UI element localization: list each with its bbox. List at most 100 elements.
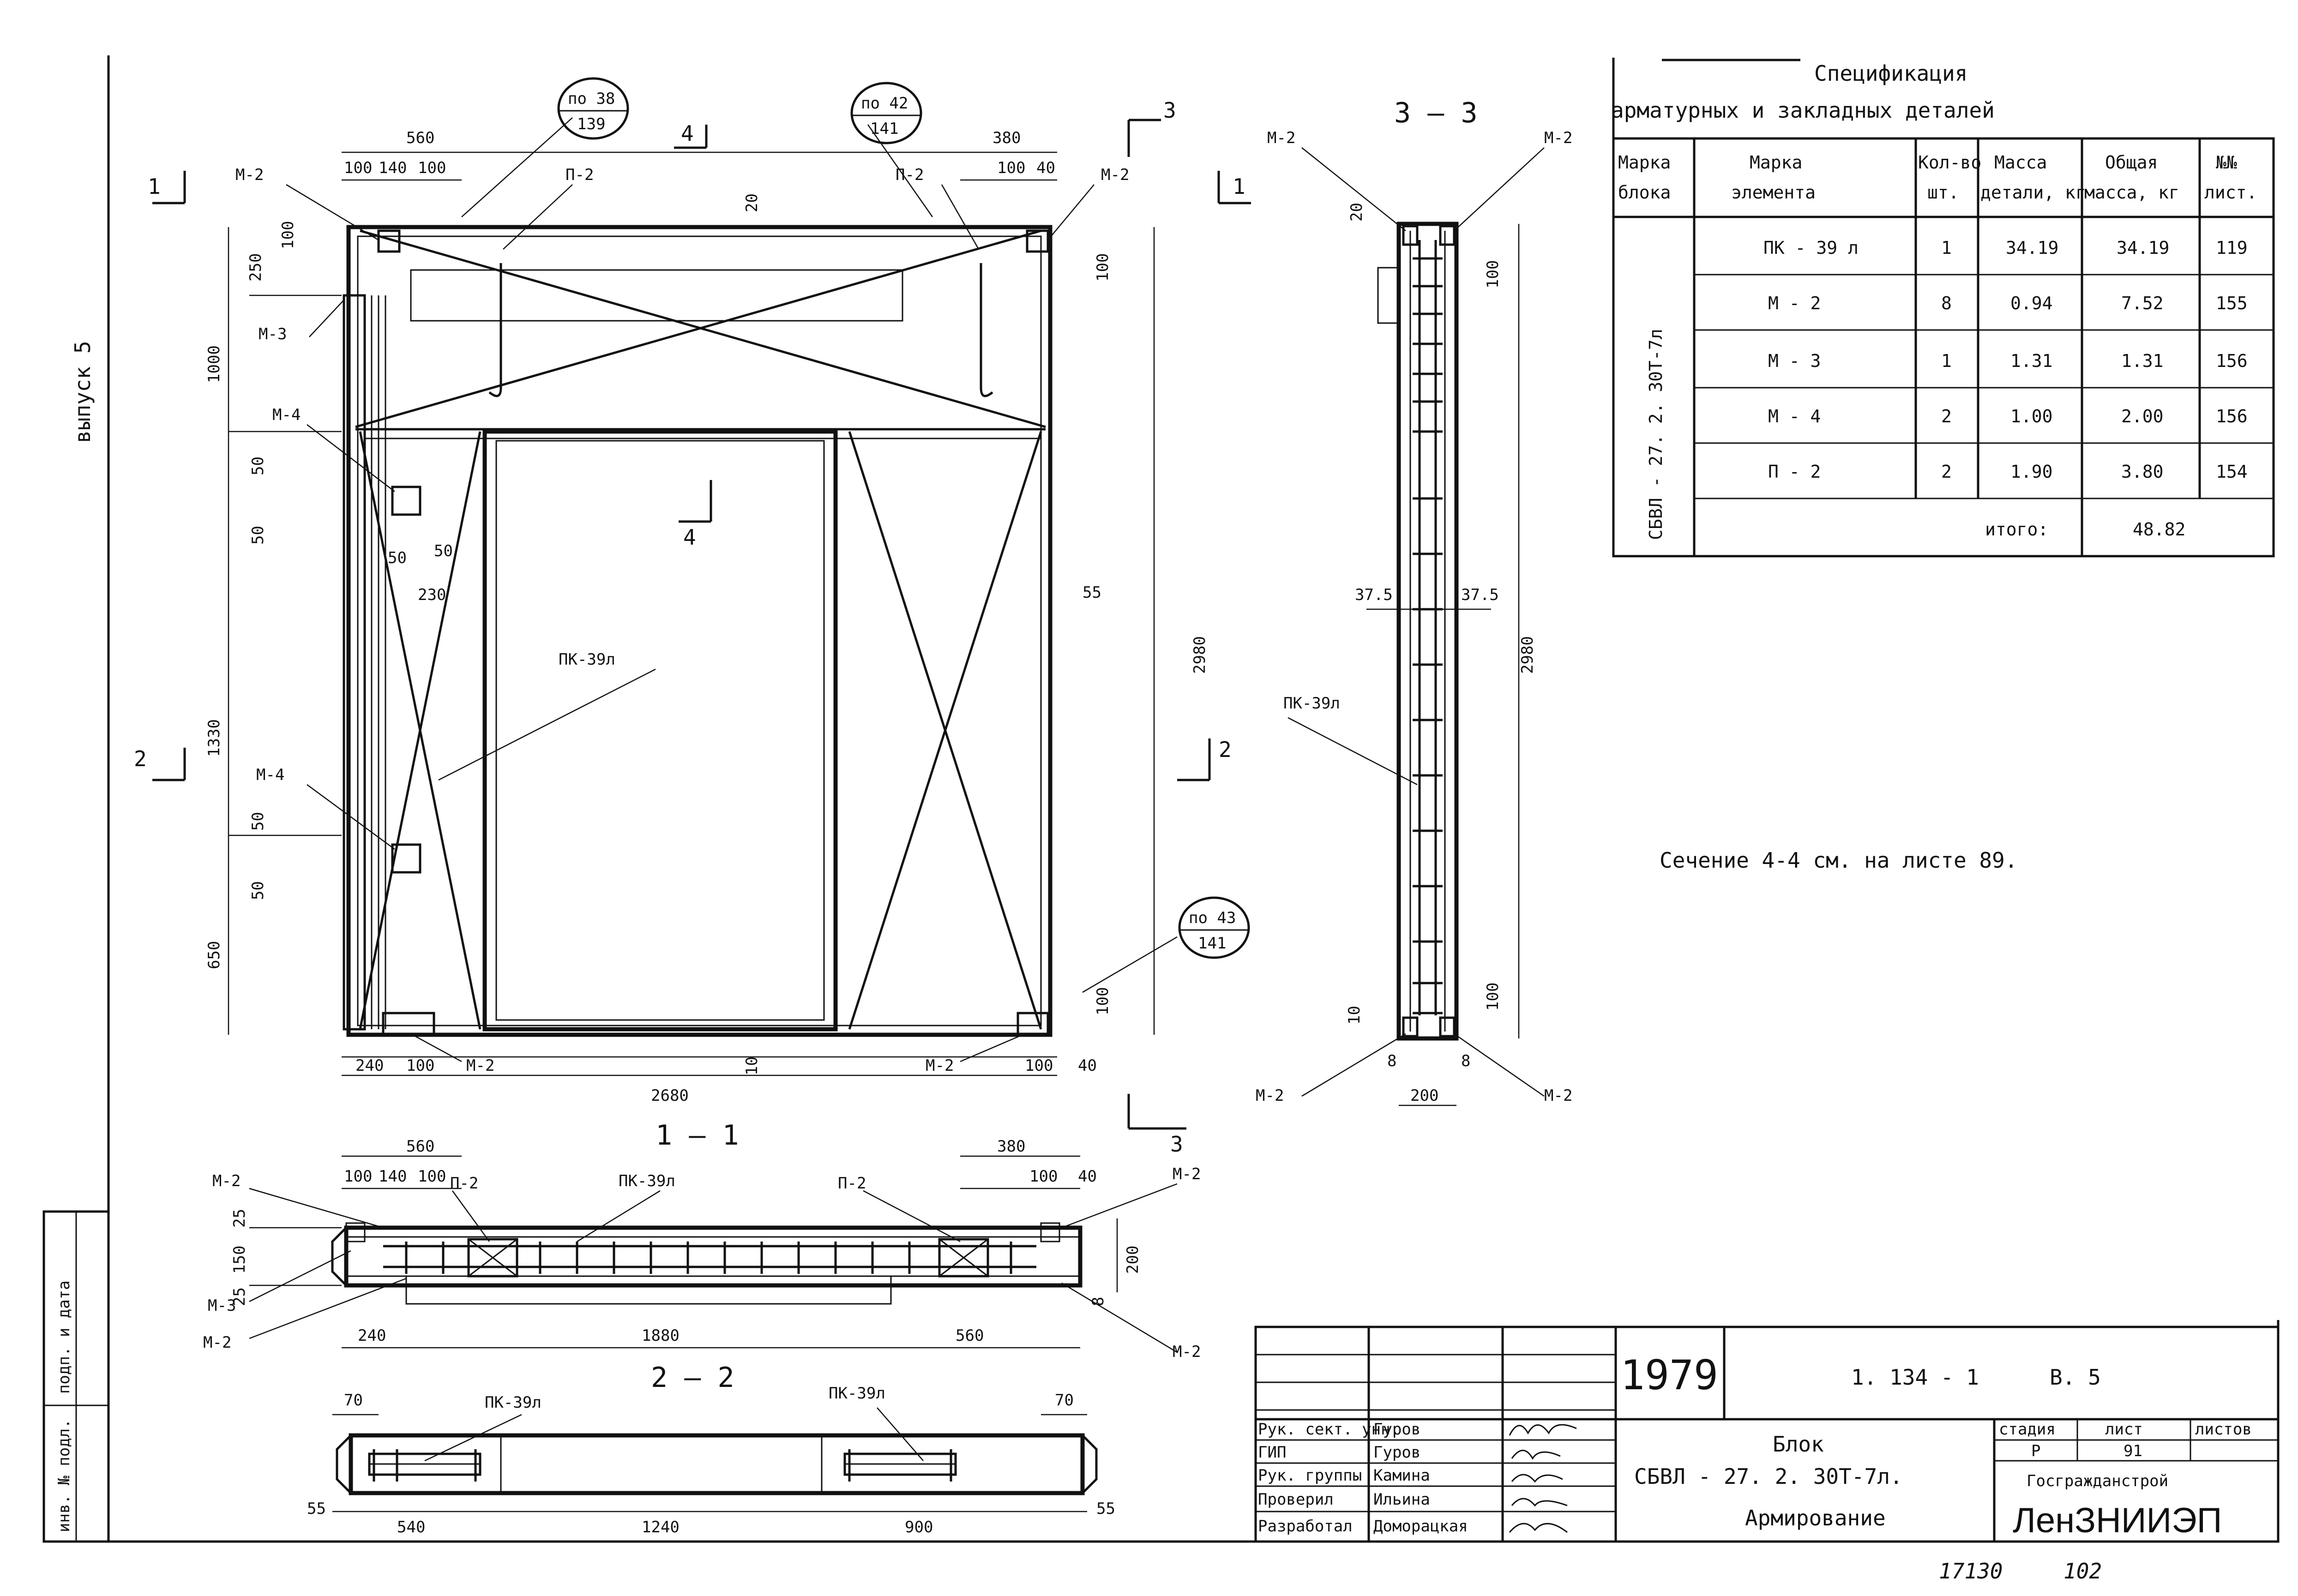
section-1-1-bars [405,1242,1012,1274]
s11-dim-380: 380 [997,1137,1025,1156]
section-3-3: 3 — 3 [1256,97,1572,1106]
dim-380-top: 380 [993,129,1021,147]
label-p2-left: П-2 [565,166,594,184]
spec-row-4-qty: 2 [1941,462,1952,482]
s11-dim-1880: 1880 [642,1326,680,1345]
callout-3-bot: 141 [1198,934,1226,953]
spec-row-0-mass: 34.19 [2006,238,2058,258]
s11-dim-40: 40 [1078,1167,1097,1186]
dim-40-a: 40 [1036,159,1055,177]
dim-250-left: 250 [247,253,265,282]
dim-100-c: 100 [997,159,1025,177]
cut-3-top: 3 [1163,98,1176,123]
cut-2-right: 2 [1219,737,1232,762]
s22-label-pk39-left: ПК-39л [485,1393,541,1412]
s33-dim-20: 20 [1348,203,1366,222]
s11-label-m2-bot-left: М-2 [203,1333,231,1352]
page-number: 102 [2063,1559,2102,1584]
dim-100-right-bot: 100 [1094,987,1112,1015]
s11-label-m2-top-left: М-2 [212,1172,241,1190]
spec-row-2-total: 1.31 [2121,351,2164,371]
s11-dim-8: 8 [1089,1297,1107,1306]
spec-h-sheet-1: №№ [2216,152,2237,173]
dim-560-top: 560 [406,129,434,147]
dim-50-c: 50 [434,542,453,560]
label-m2-top-left: М-2 [235,166,264,184]
cut-4-mid: 4 [683,525,696,550]
dim-140-a: 140 [379,159,407,177]
dim-2680: 2680 [651,1086,689,1105]
spec-row-4-mass: 1.90 [2010,462,2053,482]
callout-2-top: по 42 [861,94,908,113]
s11-dim-25-a: 25 [230,1209,249,1228]
spec-h-qty-1: Кол-во [1918,152,1981,173]
s11-dim-100-a: 100 [344,1167,372,1186]
s22-label-pk39-right: ПК-39л [829,1384,885,1403]
cut-1-right: 1 [1233,174,1245,199]
s11-label-p2-right: П-2 [838,1174,866,1193]
spec-title-2: арматурных и закладных деталей [1611,98,1995,123]
s11-dim-560: 560 [406,1137,434,1156]
title-doc-line2: СБВЛ - 27. 2. 30Т-7л. [1634,1464,1903,1489]
label-m4-upper: М-4 [272,406,301,424]
spec-h-total-1: Общая [2105,152,2158,173]
s11-dim-240: 240 [358,1326,386,1345]
dim-20-top: 20 [743,193,761,212]
s11-dim-25-b: 25 [230,1287,249,1306]
tb-name-3: Ильина [1373,1490,1430,1509]
spec-row-0-qty: 1 [1941,238,1952,258]
s11-label-pk39: ПК-39л [619,1172,675,1190]
spec-row: М - 3 1 1.31 1.31 156 [1768,351,2248,371]
label-m2-bot-right: М-2 [926,1056,954,1075]
tb-name-0: Гуров [1373,1420,1420,1439]
spec-h-total-2: масса, кг [2084,182,2179,203]
spec-h-qty-2: шт. [1927,182,1959,203]
spec-total-label: итого: [1985,519,2048,540]
section-3-3-stirrups [1413,257,1443,1014]
s22-dim-1240: 1240 [642,1518,680,1536]
tb-role-0: Рук. сект. унн. [1258,1420,1400,1439]
dim-2980-right: 2980 [1191,636,1209,674]
spec-row-1-sheet: 155 [2216,293,2248,313]
s33-dim-10: 10 [1345,1006,1364,1025]
cut-3-bot: 3 [1170,1132,1183,1157]
spec-block-mark: СБВЛ - 27. 2. 30Т-7л [1646,329,1666,540]
spec-row-4-element: П - 2 [1768,462,1821,482]
s33-label-pk39: ПК-39л [1283,694,1340,713]
tb-name-4: Доморацкая [1373,1517,1468,1536]
dim-50-b: 50 [249,526,267,545]
cut-2-left: 2 [134,746,147,771]
spec-h-mass-2: детали, кг [1980,182,2086,203]
s11-label-m2-bot-right: М-2 [1173,1343,1201,1361]
s22-dim-55-left: 55 [307,1500,326,1518]
s11-label-p2-left: П-2 [450,1174,478,1193]
spec-row-2-mass: 1.31 [2010,351,2053,371]
tb-role-3: Проверил [1258,1490,1334,1509]
spec-row-1-total: 7.52 [2121,293,2164,313]
spec-row-0-element: ПК - 39 л [1763,238,1859,258]
s33-label-m2-tl: М-2 [1267,129,1295,147]
spec-h-sheet-2: лист. [2204,182,2257,203]
dim-50-f: 50 [249,881,267,900]
spec-row-3-total: 2.00 [2121,406,2164,426]
cut-1-left: 1 [148,174,161,199]
s33-label-m2-tr: М-2 [1544,129,1572,147]
tb-stage-value: Р [2031,1442,2040,1460]
s11-dim-100-c: 100 [1029,1167,1058,1186]
s11-label-m3: М-3 [208,1296,236,1315]
spec-row-3-sheet: 156 [2216,406,2248,426]
spec-row-2-qty: 1 [1941,351,1952,371]
spec-row-1-qty: 8 [1941,293,1952,313]
archive-number: 17130 [1939,1559,2003,1584]
title-issue: В. 5 [2050,1365,2101,1390]
label-m2-bot-left: М-2 [466,1056,494,1075]
dim-10-bot: 10 [743,1056,761,1075]
margin-podp-data: подп. и дата [55,1280,73,1394]
spec-row: М - 4 2 1.00 2.00 156 [1768,406,2248,426]
spec-h-elem-1: Марка [1750,152,1802,173]
spec-title-1: Спецификация [1814,61,1967,86]
title-block: 1979 1. 134 - 1 В. 5 Рук. сект. унн. Гур… [1254,1326,2280,1543]
s22-dim-900: 900 [905,1518,933,1536]
spec-row-1-mass: 0.94 [2010,293,2053,313]
tb-sheets-label: листов [2195,1420,2252,1439]
